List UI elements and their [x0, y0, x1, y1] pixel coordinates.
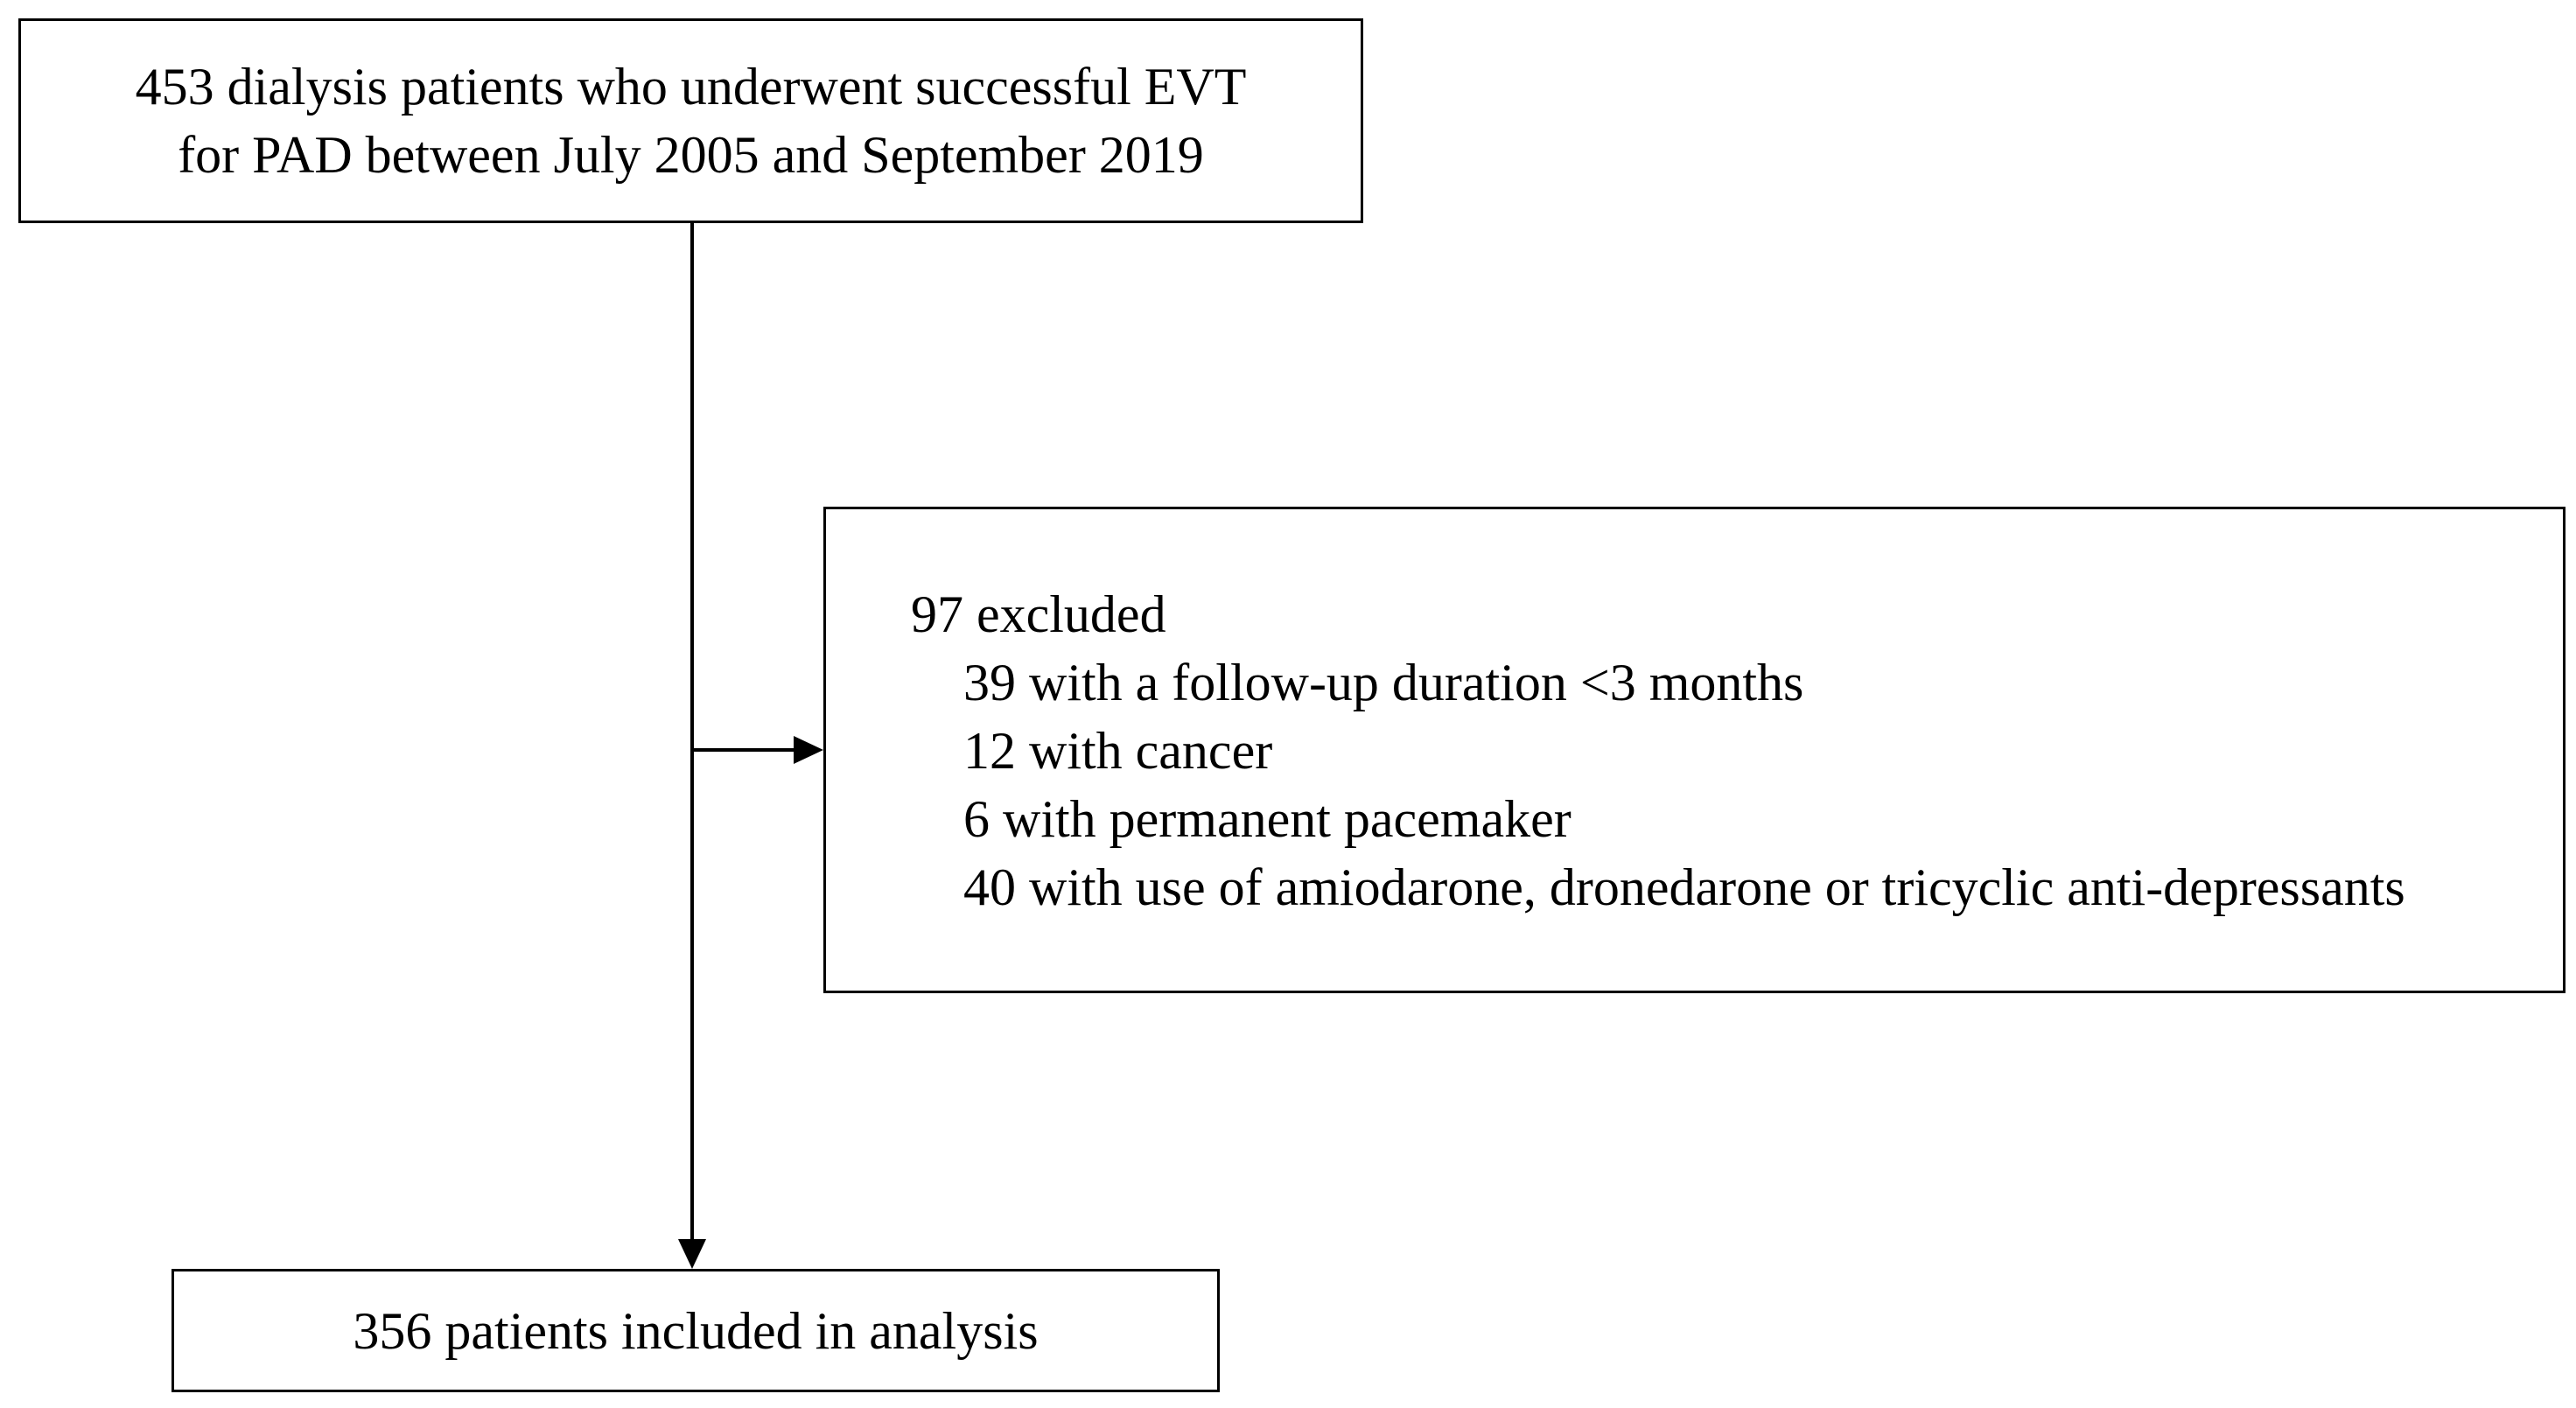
exclusion-reason: 40 with use of amiodarone, dronedarone o…: [963, 858, 2405, 916]
excluded-heading: 97 excluded: [911, 585, 1166, 643]
final-box: 356 patients included in analysis: [172, 1269, 1220, 1392]
start-box-line-1: 453 dialysis patients who underwent succ…: [135, 58, 1247, 116]
exclusion-branch-arrowhead: [794, 736, 823, 764]
exclusion-reason: 12 with cancer: [963, 722, 1273, 780]
start-box: 453 dialysis patients who underwent succ…: [18, 18, 1363, 223]
exclusion-reason: 6 with permanent pacemaker: [963, 790, 1572, 848]
excluded-box: 97 excluded 39 with a follow-up duration…: [823, 507, 2566, 993]
exclusion-reasons-list: 39 with a follow-up duration <3 months 1…: [963, 648, 2405, 921]
start-box-line-2: for PAD between July 2005 and September …: [178, 126, 1204, 184]
final-box-label: 356 patients included in analysis: [353, 1301, 1039, 1360]
main-flow-arrowhead: [678, 1239, 706, 1269]
exclusion-reason: 39 with a follow-up duration <3 months: [963, 654, 1804, 711]
